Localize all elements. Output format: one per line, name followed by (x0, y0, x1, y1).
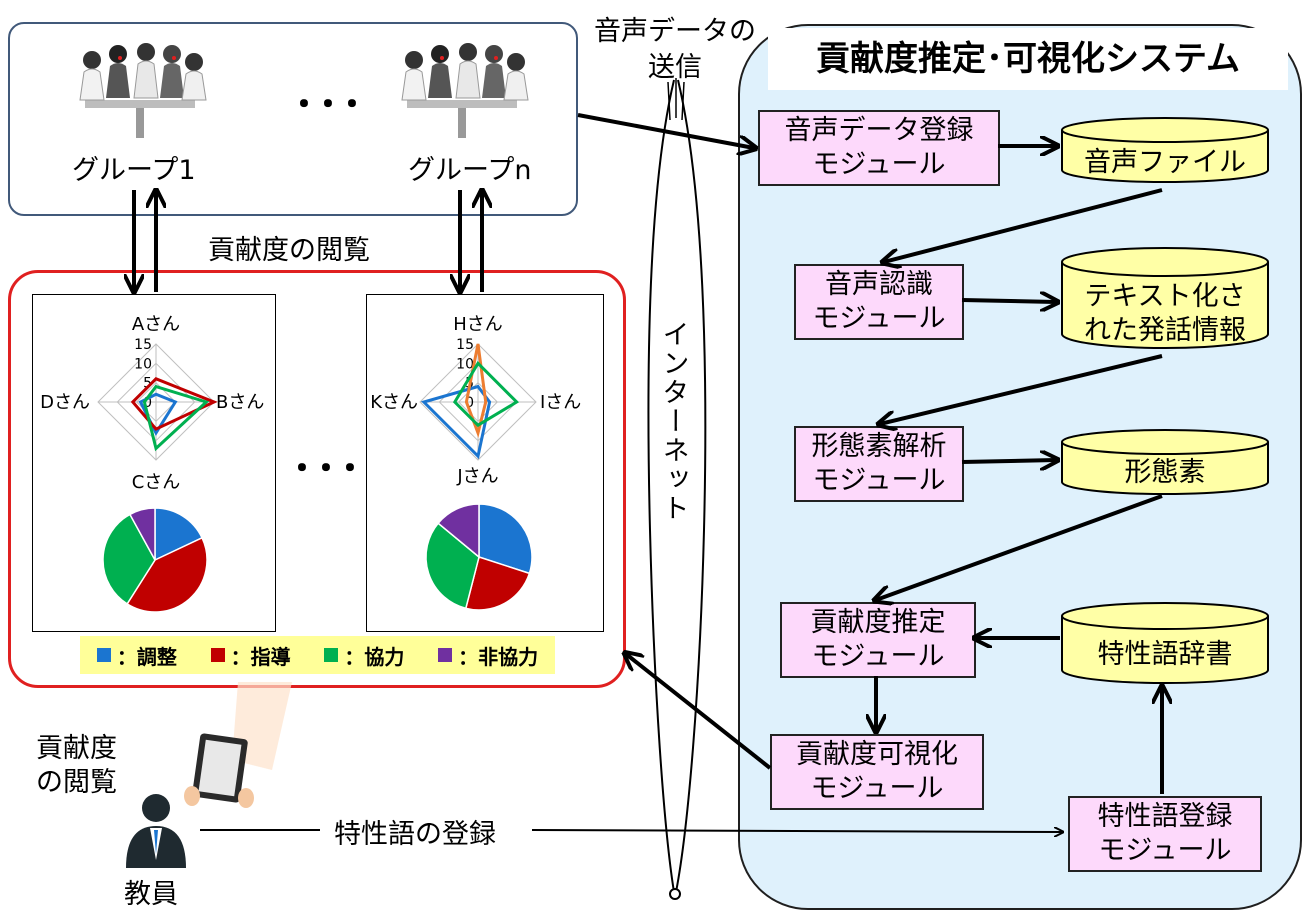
morph-analysis-module: 形態素解析 モジュール (794, 426, 964, 502)
pie-chart-groupn (425, 503, 533, 611)
teacher-browse-label: 貢献度 の閲覧 (36, 733, 117, 798)
teacher-person-icon (126, 794, 186, 868)
keyword-dict-db-label: 特性語辞書 (1097, 639, 1233, 670)
radar-tick-label: 5 (143, 376, 152, 392)
radar-series (452, 360, 520, 428)
radar-series (464, 343, 488, 438)
text-info-db-icon (1061, 247, 1269, 349)
groupn-label: グループn (408, 155, 532, 186)
legend-label: ：指導 (230, 644, 291, 669)
pie-slice (425, 522, 480, 610)
legend-swatch (324, 648, 339, 662)
legend-swatch (438, 648, 453, 662)
group-ellipsis: ･･･ (294, 82, 366, 128)
tablet-icon (184, 733, 254, 808)
pie-slice (478, 503, 533, 575)
internet-label: インターネット (657, 320, 689, 523)
radar-series (142, 384, 210, 452)
keyword-dict-db-icon (1061, 602, 1269, 684)
arrow-to-morph (880, 354, 1163, 424)
system-title: 貢献度推定･可視化システム (768, 28, 1288, 90)
browse-label: 貢献度の閲覧 (208, 235, 370, 266)
pie-slice (437, 503, 480, 559)
radar-series (130, 377, 218, 431)
legend-label: ：協力 (344, 644, 405, 669)
audio-send-label: 音声データの 送信 (594, 16, 756, 83)
contribution-estimate-module: 貢献度推定 モジュール (780, 602, 976, 678)
text-info-db-label: テキスト化さ れた発話情報 (1084, 281, 1246, 346)
legend-label: ：非協力 (458, 644, 539, 669)
speech-recognition-module: 音声認識 モジュール (794, 264, 964, 340)
radar-tick-label: 15 (456, 337, 474, 353)
radar-tick-label: 15 (134, 337, 152, 353)
radar-axis-label: Hさん (453, 314, 503, 335)
morpheme-db-icon (1061, 429, 1269, 495)
audio-register-module: 音声データ登録 モジュール (758, 110, 1000, 186)
arrow-to-view (626, 654, 772, 770)
pie-slice (126, 536, 208, 613)
radar-tick-label: 10 (134, 356, 152, 372)
teacher-label: 教員 (124, 879, 178, 910)
audio-file-db-label: 音声ファイル (1084, 147, 1246, 178)
radar-axis-label: Iさん (540, 392, 581, 413)
radar-axis-label: Jさん (456, 466, 498, 487)
pie-slice (128, 507, 156, 561)
legend-item-lead: ：指導 (210, 641, 291, 670)
pie-slice (154, 507, 204, 562)
pie-chart-group1 (102, 507, 208, 613)
chart-ellipsis: ･･･ (292, 446, 364, 492)
group-box (8, 22, 578, 216)
radar-axis-label: Dさん (40, 392, 90, 413)
keyword-register-label: 特性語の登録 (334, 819, 496, 850)
arrow-to-estimate (876, 494, 1163, 600)
legend-item-noncooperate: ：非協力 (438, 641, 538, 670)
group1-label: グループ1 (72, 155, 196, 186)
legend-swatch (96, 648, 111, 662)
internet-cloud-icon (647, 78, 707, 900)
audio-file-db-icon (1061, 117, 1269, 183)
radar-axis-label: Bさん (216, 392, 264, 413)
radar-tick-label: 10 (456, 356, 474, 372)
morpheme-db-label: 形態素 (1124, 457, 1206, 488)
legend-swatch (210, 648, 225, 662)
legend-item-coordinate: ：調整 (96, 641, 177, 670)
keyword-line-right (531, 830, 1062, 832)
meeting-group-icon (79, 43, 207, 138)
radar-axis-label: Kさん (370, 392, 418, 413)
arrow-to-text (961, 300, 1056, 302)
keyword-register-module: 特性語登録 モジュール (1068, 796, 1262, 872)
pie-slice (464, 556, 531, 611)
legend-item-cooperate: ：協力 (324, 641, 404, 670)
radar-tick-label: 0 (465, 395, 474, 411)
arrow-audio-send (577, 113, 754, 148)
arrow-to-morpheme (961, 460, 1056, 462)
meeting-group-icon (401, 43, 529, 138)
arrow-to-speech (884, 188, 1163, 262)
radar-axis-label: Cさん (132, 472, 181, 493)
contribution-visualize-module: 貢献度可視化 モジュール (770, 734, 984, 810)
radar-tick-label: 0 (143, 395, 152, 411)
legend: ：調整 ：指導 ：協力 ：非協力 (80, 636, 555, 674)
legend-label: ：調整 (116, 644, 177, 669)
radar-axis-label: Aさん (132, 314, 180, 335)
radar-chart-group1: 0 5 10 15 Aさん Bさん Cさん Dさん (40, 314, 264, 493)
